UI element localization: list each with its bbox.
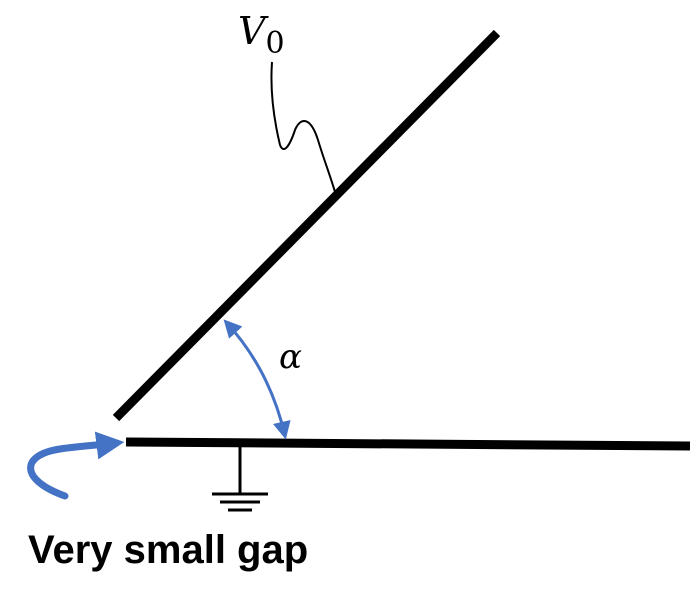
voltage-subscript: 0 <box>265 26 284 61</box>
voltage-lead-wire <box>270 61 336 193</box>
angle-arc <box>223 319 291 440</box>
grounded-plate <box>125 437 691 451</box>
ground-symbol-icon <box>212 447 268 512</box>
gap-arrow <box>27 431 125 500</box>
voltage-symbol: V <box>238 9 269 53</box>
gap-caption: Very small gap <box>28 528 308 572</box>
angle-label: α <box>279 337 302 377</box>
inclined-plate <box>112 29 501 422</box>
voltage-label: V0 <box>238 9 285 61</box>
